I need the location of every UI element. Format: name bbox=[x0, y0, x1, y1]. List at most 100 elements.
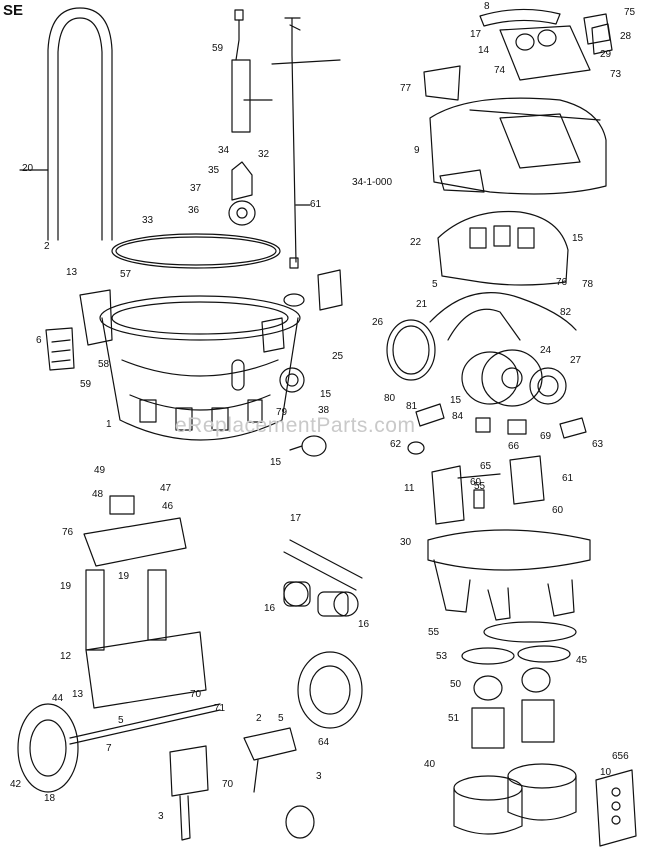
callout-44: 44 bbox=[52, 693, 64, 704]
callout-79: 79 bbox=[276, 407, 288, 418]
housing-drawing bbox=[427, 455, 591, 621]
callout-66: 66 bbox=[508, 441, 520, 452]
callout-656: 656 bbox=[612, 751, 629, 762]
callout-27: 27 bbox=[570, 355, 582, 366]
handle-drawing bbox=[19, 7, 113, 241]
callout-16a: 16 bbox=[264, 603, 276, 614]
callout-75: 75 bbox=[624, 7, 636, 18]
callout-34: 34 bbox=[218, 145, 230, 156]
callout-15c: 15 bbox=[270, 457, 282, 468]
callout-21: 21 bbox=[416, 299, 428, 310]
callout-35: 35 bbox=[208, 165, 220, 176]
callout-70a: 70 bbox=[190, 689, 202, 700]
callout-50: 50 bbox=[450, 679, 462, 690]
top-switch-drawing bbox=[423, 8, 613, 101]
callout-25: 25 bbox=[332, 351, 344, 362]
callout-17: 17 bbox=[470, 29, 482, 40]
callout-77: 77 bbox=[400, 83, 412, 94]
callout-28: 28 bbox=[620, 31, 632, 42]
callout-80: 80 bbox=[384, 393, 396, 404]
switch-parts-drawing bbox=[407, 403, 587, 455]
powerhead-cover-drawing bbox=[429, 97, 607, 195]
callout-15b: 15 bbox=[320, 389, 332, 400]
callout-7: 7 bbox=[106, 743, 112, 754]
callout-61: 61 bbox=[310, 199, 322, 210]
callout-19a: 19 bbox=[118, 571, 130, 582]
callout-74: 74 bbox=[494, 65, 506, 76]
callout-40: 40 bbox=[424, 759, 436, 770]
callout-81: 81 bbox=[406, 401, 418, 412]
callout-8: 8 bbox=[484, 1, 490, 12]
callout-65: 65 bbox=[480, 461, 492, 472]
callout-69: 69 bbox=[540, 431, 552, 442]
caster-drawing bbox=[228, 161, 256, 226]
callout-24: 24 bbox=[540, 345, 552, 356]
callout-34-1-000: 34-1-000 bbox=[352, 177, 393, 188]
callout-61b: 61 bbox=[562, 473, 574, 484]
callout-73: 73 bbox=[610, 69, 622, 80]
callout-78: 78 bbox=[582, 279, 594, 290]
callout-15d: 15 bbox=[450, 395, 462, 406]
callout-3b: 3 bbox=[158, 811, 164, 822]
callout-2: 2 bbox=[44, 241, 50, 252]
callout-53: 53 bbox=[436, 651, 448, 662]
filter-drawing bbox=[453, 621, 577, 835]
callout-76: 76 bbox=[556, 277, 568, 288]
callout-70b: 70 bbox=[222, 779, 234, 790]
hose-drawing bbox=[283, 539, 363, 617]
callout-1: 1 bbox=[106, 419, 112, 430]
drum-drawing bbox=[79, 269, 343, 441]
cord-assembly-drawing bbox=[231, 9, 341, 269]
caddy-drawing bbox=[17, 495, 363, 841]
callout-11: 11 bbox=[404, 483, 415, 494]
callout-84: 84 bbox=[452, 411, 464, 422]
gasket-drawing bbox=[111, 233, 281, 269]
callout-45: 45 bbox=[576, 655, 588, 666]
callout-59b: 59 bbox=[80, 379, 92, 390]
callout-20: 20 bbox=[22, 163, 34, 174]
callout-9: 9 bbox=[414, 145, 420, 156]
callout-5b: 5 bbox=[118, 715, 124, 726]
watermark-text: eReplacementParts.com bbox=[175, 414, 416, 437]
callout-38: 38 bbox=[318, 405, 330, 416]
callout-13: 13 bbox=[66, 267, 78, 278]
diagram-title: SE bbox=[3, 2, 24, 19]
label-plate-drawing bbox=[595, 769, 637, 847]
callout-51: 51 bbox=[448, 713, 460, 724]
callout-5a: 5 bbox=[432, 279, 438, 290]
callout-14: 14 bbox=[478, 45, 490, 56]
callout-48: 48 bbox=[92, 489, 104, 500]
callout-46: 46 bbox=[162, 501, 174, 512]
latch-drawing bbox=[45, 327, 75, 371]
callout-47: 47 bbox=[160, 483, 172, 494]
callout-76b: 76 bbox=[62, 527, 74, 538]
callout-58: 58 bbox=[98, 359, 110, 370]
callout-6: 6 bbox=[36, 335, 42, 346]
callout-3a: 3 bbox=[316, 771, 322, 782]
motor-drawing bbox=[386, 292, 577, 407]
callout-2b: 2 bbox=[256, 713, 262, 724]
callout-63: 63 bbox=[592, 439, 604, 450]
callout-17b: 17 bbox=[290, 513, 302, 524]
callout-82: 82 bbox=[560, 307, 572, 318]
callout-13b: 13 bbox=[72, 689, 84, 700]
callout-22: 22 bbox=[410, 237, 422, 248]
callout-10: 10 bbox=[600, 767, 612, 778]
callout-32: 32 bbox=[258, 149, 270, 160]
callout-30: 30 bbox=[400, 537, 412, 548]
callout-55b: 55 bbox=[428, 627, 440, 638]
callout-59a: 59 bbox=[212, 43, 224, 54]
callout-37: 37 bbox=[190, 183, 202, 194]
callout-12: 12 bbox=[60, 651, 72, 662]
callout-36: 36 bbox=[188, 205, 200, 216]
callout-60b: 60 bbox=[552, 505, 564, 516]
callout-57: 57 bbox=[120, 269, 132, 280]
callout-55a: 55 bbox=[474, 481, 486, 492]
callout-71: 71 bbox=[214, 703, 226, 714]
drain-cap-drawing bbox=[261, 317, 327, 457]
callout-42: 42 bbox=[10, 779, 22, 790]
callout-60a: 60 bbox=[470, 477, 482, 488]
callout-62: 62 bbox=[390, 439, 402, 450]
callout-29: 29 bbox=[600, 49, 612, 60]
